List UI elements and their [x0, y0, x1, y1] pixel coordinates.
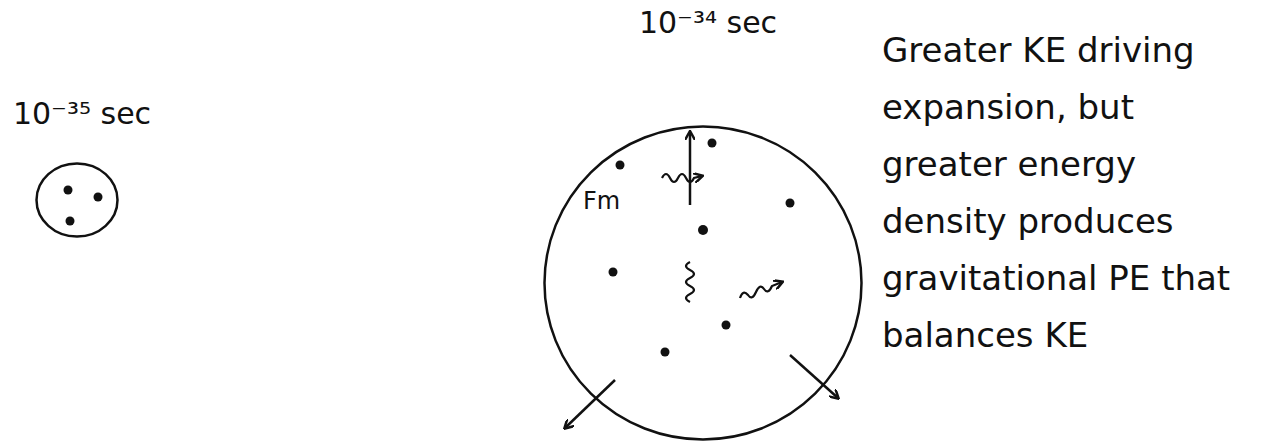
expansion-arrows	[565, 132, 838, 428]
circle-outline	[543, 125, 863, 441]
annotation-note: Greater KE driving expansion, but greate…	[882, 22, 1252, 364]
photon-squiggles	[662, 174, 782, 302]
circle-region: 10⁻³⁴ secFm	[543, 125, 863, 441]
particles	[64, 139, 795, 357]
circle-outline	[35, 162, 119, 238]
time-label: 10⁻³⁴ sec	[639, 5, 777, 40]
circle-region: 10⁻³⁵ sec	[35, 162, 119, 238]
field-label: Fm	[583, 187, 620, 215]
time-label: 10⁻³⁵ sec	[13, 96, 151, 131]
